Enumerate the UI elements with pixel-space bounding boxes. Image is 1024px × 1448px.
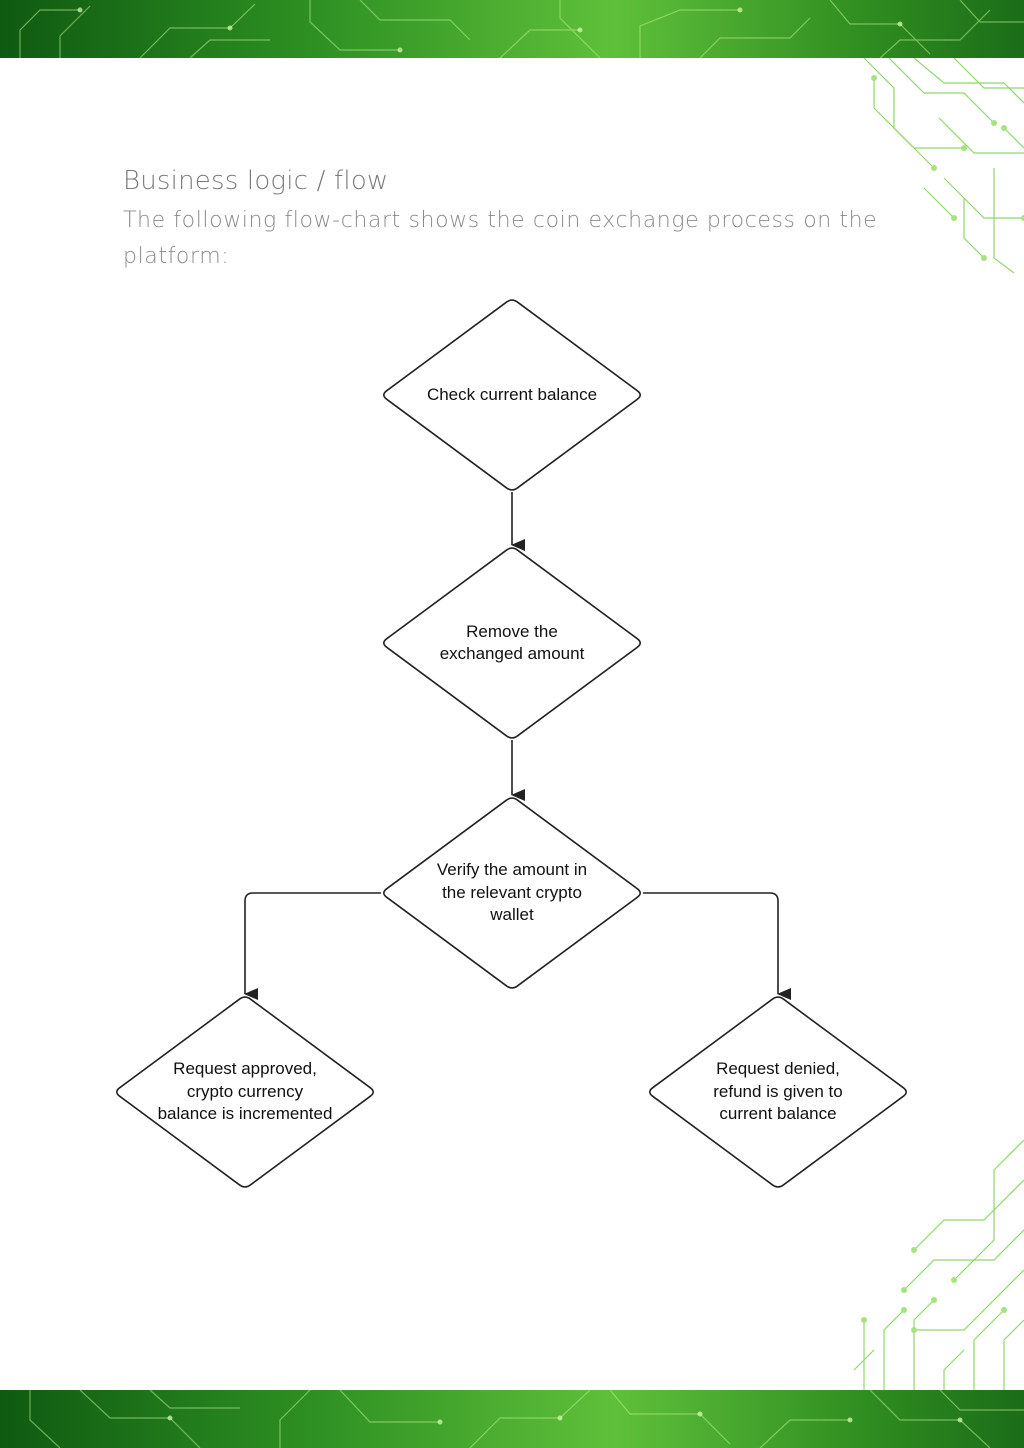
bottom-circuit-band <box>0 1390 1024 1448</box>
flow-arrow-verify-to-approved <box>244 892 381 1000</box>
decision-diamond-denied <box>649 996 907 1188</box>
flowchart-edges <box>244 492 791 1000</box>
node-label-line: refund is given to <box>713 1081 843 1101</box>
node-label-line: Request approved, <box>173 1059 317 1079</box>
decision-diamond-approved <box>116 996 374 1188</box>
node-label-denied: Request denied,refund is given to current… <box>658 1058 898 1126</box>
node-label-line: Verify the amount in <box>436 860 588 880</box>
decision-diamond-check <box>383 299 641 491</box>
flow-arrow-verify-to-denied <box>643 892 791 1000</box>
node-label-line: Remove the <box>466 621 558 641</box>
circuit-corner-top-right <box>863 58 1024 273</box>
top-circuit-band <box>0 0 1024 58</box>
circuit-corner-bottom-right <box>853 1139 1024 1390</box>
node-label-check: Check current balance <box>392 384 632 407</box>
node-label-line: current balance <box>719 1104 837 1124</box>
node-label-line: Request denied, <box>716 1059 840 1079</box>
flowchart-nodes <box>116 299 907 1188</box>
node-label-approved: Request approved,crypto currency balance … <box>125 1058 365 1126</box>
section-heading: Business logic / flow <box>123 166 389 196</box>
node-label-line: balance is incremented <box>157 1104 333 1124</box>
decision-diamond-verify <box>383 797 641 989</box>
node-label-line: the relevant crypto <box>442 882 582 902</box>
circuit-pattern-top <box>19 0 1024 58</box>
decision-diamond-remove <box>383 547 641 739</box>
node-label-line: wallet <box>490 905 534 925</box>
node-label-remove: Remove the exchanged amount <box>392 621 632 666</box>
node-label-line: exchanged amount <box>439 644 585 663</box>
intro-paragraph: The following flow-chart shows the coin … <box>123 208 878 269</box>
node-label-line: Check current balance <box>426 384 598 404</box>
circuit-pattern-bottom <box>29 1390 1024 1448</box>
node-label-line: crypto currency <box>186 1081 304 1101</box>
